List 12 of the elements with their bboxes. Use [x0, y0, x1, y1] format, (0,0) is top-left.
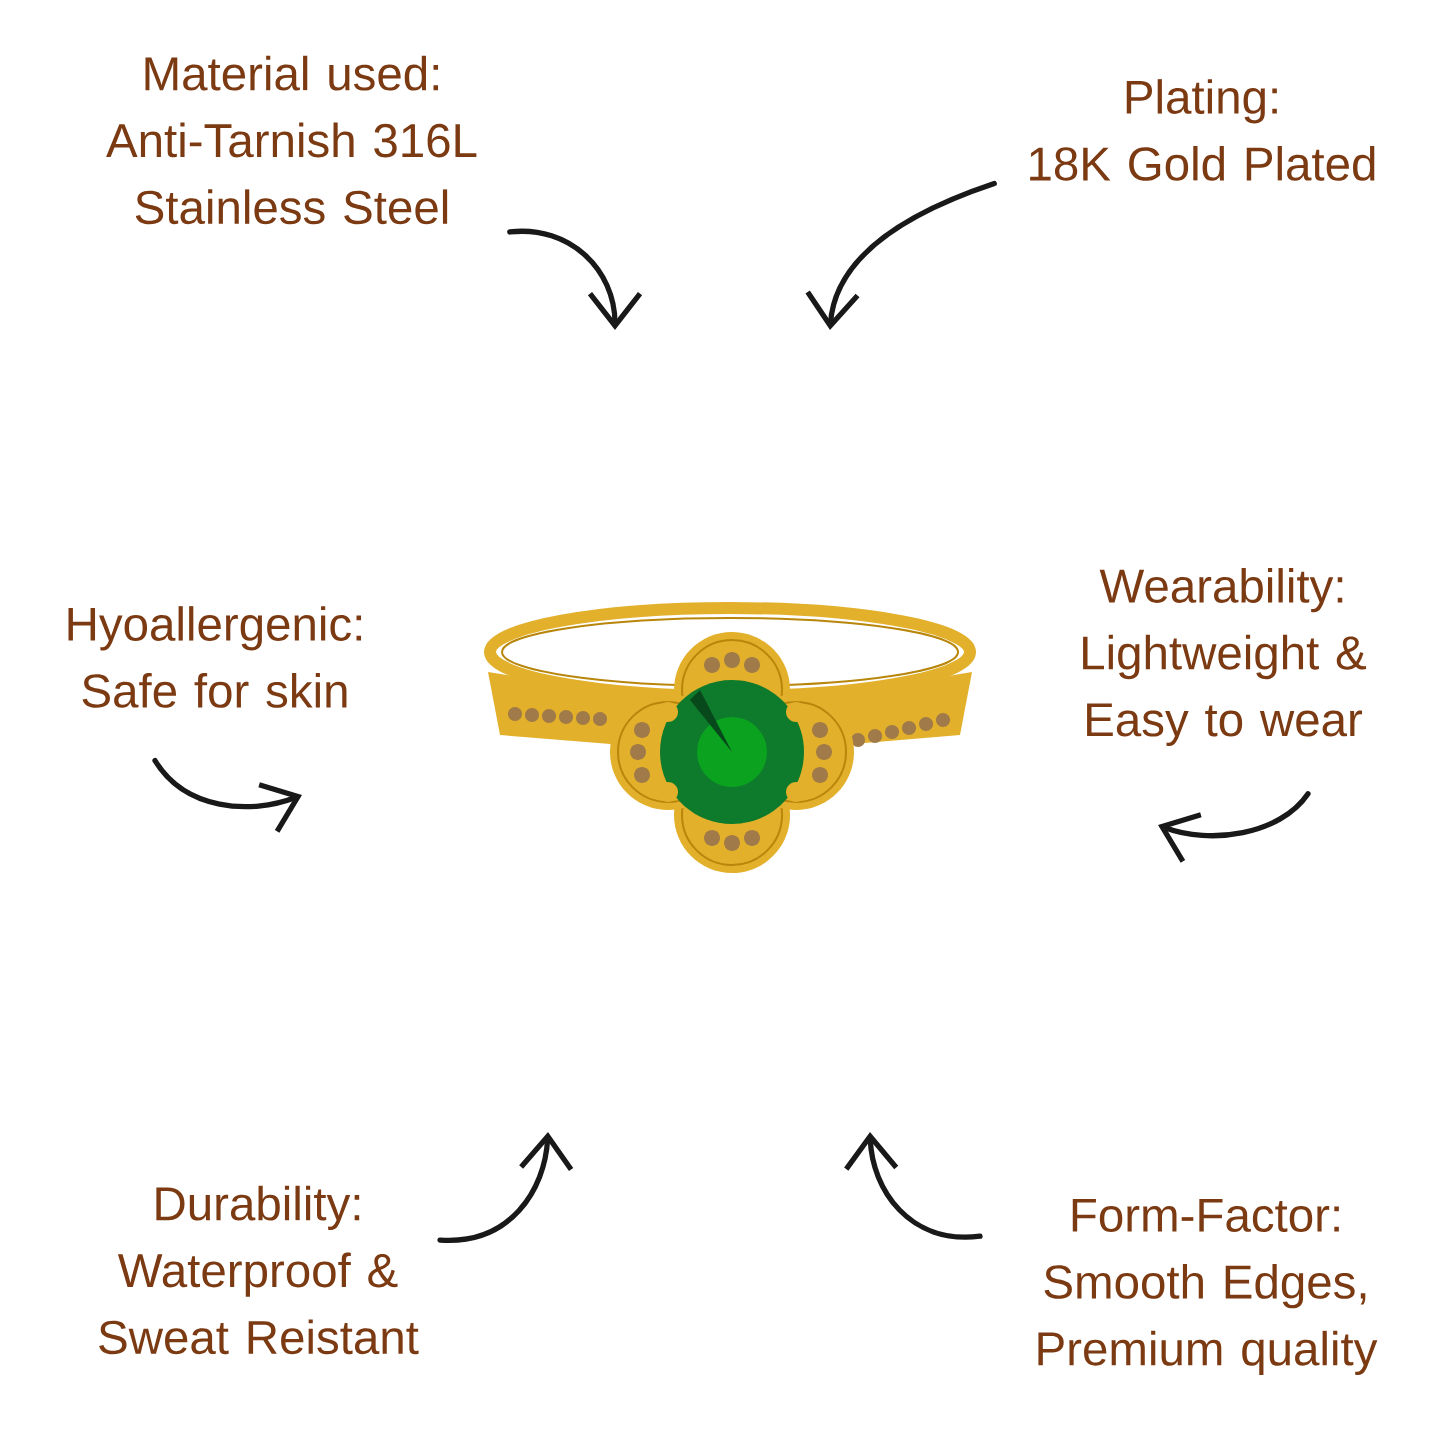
curved-arrow: [152, 757, 302, 833]
feature-text: Material used: Anti-Tarnish 316L Stainless Steel: [106, 55, 477, 225]
curved-arrow: [805, 180, 997, 330]
feature-text: Form-Factor: Smooth Edges, Premium quality: [1038, 1198, 1378, 1376]
curved-arrow: [437, 1132, 574, 1243]
curved-arrow: [507, 228, 643, 330]
feature-text: Hyoallergenic: Safe for skin: [68, 606, 362, 708]
feature-text: Plating: 18K Gold Plated: [1030, 79, 1375, 181]
feature-text: Durability: Waterproof & Sweat Reistant: [99, 1185, 419, 1355]
curved-arrow: [844, 1132, 983, 1240]
feature-text: Wearability: Lightweight & Easy to wear: [1083, 568, 1367, 746]
curved-arrow: [1158, 791, 1311, 863]
